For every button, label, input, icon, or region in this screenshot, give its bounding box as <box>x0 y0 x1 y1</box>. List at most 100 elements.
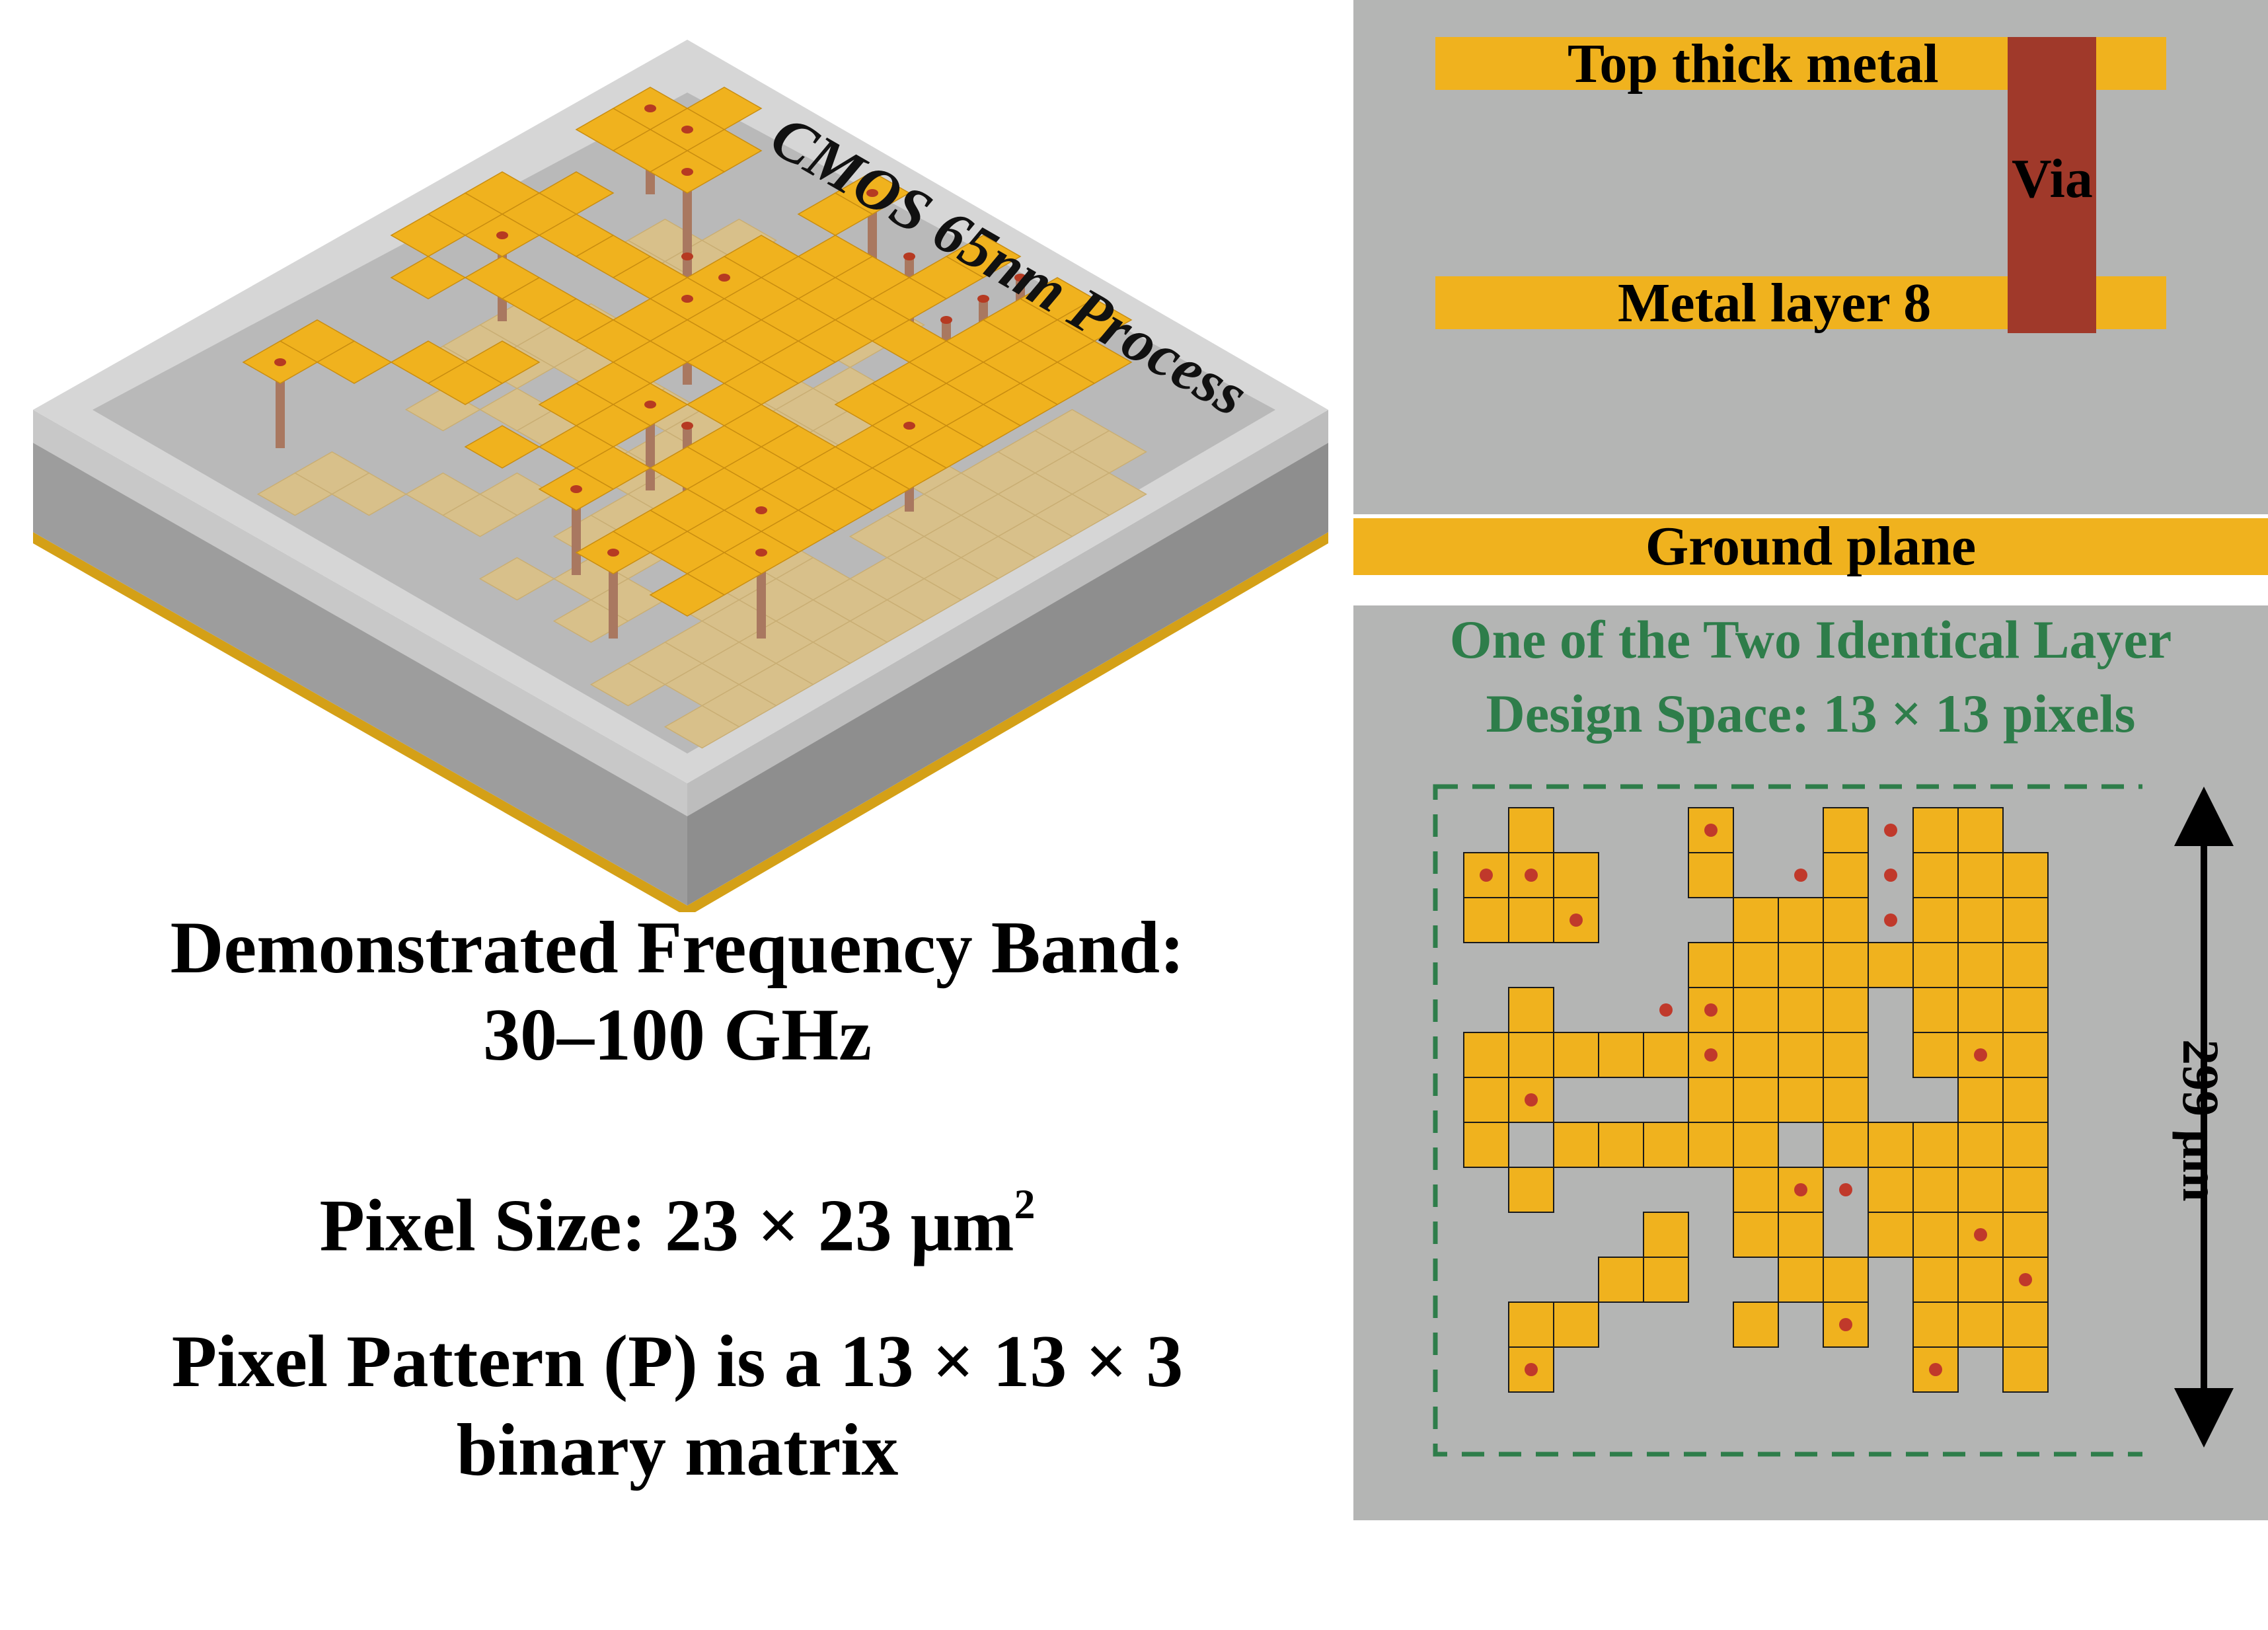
via-top-dot <box>866 189 878 197</box>
pixel-size-text: Pixel Size: 23 × 23 μm <box>319 1184 1014 1267</box>
via-top-dot <box>681 422 693 430</box>
via-dot <box>1525 869 1538 882</box>
upper-metal-layer <box>242 87 1133 617</box>
pixel-cell <box>1778 1257 1824 1303</box>
pixel-size-caption: Pixel Size: 23 × 23 μm2 <box>20 1167 1335 1269</box>
via-top-dot <box>977 295 989 303</box>
pixel-cell <box>1957 942 2004 988</box>
design-space-panel: One of the Two Identical Layer Design Sp… <box>1353 605 2268 1520</box>
metal-layer-8-label: Metal layer 8 <box>1618 272 1932 334</box>
via-pillar <box>276 362 285 448</box>
via-top-dot <box>644 104 656 112</box>
pixel-cell <box>1957 852 2004 898</box>
pixel-cell <box>2002 1212 2049 1258</box>
via-top-dot <box>755 549 767 557</box>
via-top-dot <box>570 485 582 493</box>
pixel-cell <box>1688 852 1734 898</box>
via-pillar <box>609 553 618 639</box>
pixel-cell <box>1553 1032 1599 1078</box>
via-dot <box>1659 1003 1673 1017</box>
upper-metal-pixel <box>390 256 467 299</box>
via-top-dot <box>681 168 693 176</box>
pixel-cell <box>1733 1122 1779 1168</box>
upper-metal-pixel <box>316 340 393 384</box>
pixel-cell <box>1823 987 1869 1033</box>
pixel-cell <box>1598 1122 1644 1168</box>
pixel-cell <box>1823 852 1869 898</box>
lower-metal-pixel <box>478 557 555 601</box>
substrate-upper-left <box>33 410 687 816</box>
chip-isometric-illustration: CMOS 65nm Process <box>33 40 1328 912</box>
pixel-cell <box>1823 897 1869 943</box>
pixel-cell <box>2002 1346 2049 1393</box>
pixel-cell <box>1733 942 1779 988</box>
pixel-cell <box>1553 1122 1599 1168</box>
pixel-cell <box>1912 897 1959 943</box>
pixel-cell <box>1688 1122 1734 1168</box>
via-dot <box>1569 913 1583 927</box>
pixel-grid <box>1433 784 2142 1457</box>
via-label: Via <box>2012 148 2093 210</box>
pixel-cell <box>1912 942 1959 988</box>
pixel-cell <box>1912 1167 1959 1213</box>
pixel-cell <box>1778 1032 1824 1078</box>
pixel-cell <box>1868 1122 1914 1168</box>
top-thick-metal-label: Top thick metal <box>1568 33 1939 95</box>
pixel-cell <box>1823 1032 1869 1078</box>
pixel-cell <box>1957 987 2004 1033</box>
via-top-dot <box>1014 274 1026 282</box>
pixel-cell <box>1957 1167 2004 1213</box>
pixel-cell <box>1912 1301 1959 1348</box>
pixel-cell <box>1823 942 1869 988</box>
via-dot <box>1929 1363 1942 1376</box>
lower-metal-pixel <box>589 662 666 707</box>
lower-metal-pixel <box>663 705 740 749</box>
pixel-cell <box>2002 1077 2049 1123</box>
via-top-dot <box>644 401 656 408</box>
pixel-cell <box>2002 1122 2049 1168</box>
pixel-cell <box>1912 807 1959 853</box>
via-top-dot <box>681 126 693 134</box>
pixel-cell <box>2002 987 2049 1033</box>
via-markers <box>1480 824 2032 1376</box>
via-dot <box>1974 1228 1987 1241</box>
via-dot <box>1525 1363 1538 1376</box>
pixel-cell <box>1598 1257 1644 1303</box>
pixel-cell <box>2002 1032 2049 1078</box>
via-pillar <box>683 172 692 258</box>
via-top-dot <box>274 358 286 366</box>
pixel-cell <box>1778 1077 1824 1123</box>
via-dot <box>1839 1183 1852 1196</box>
lower-metal-pixel <box>256 472 333 516</box>
via-dot <box>2019 1273 2032 1286</box>
pixel-cell <box>1733 1301 1779 1348</box>
pixel-cell <box>1778 897 1824 943</box>
via-top-dot <box>607 549 619 557</box>
pixel-cell <box>1508 1077 1554 1123</box>
substrate-left-face <box>33 440 687 906</box>
pixel-cell <box>2002 1301 2049 1348</box>
via-dot <box>1884 824 1897 837</box>
pixel-cell <box>1463 897 1509 943</box>
pixel-cell <box>1912 987 1959 1033</box>
pixel-cell <box>1733 897 1779 943</box>
pixel-cell <box>1508 987 1554 1033</box>
pixel-cell <box>1912 852 1959 898</box>
pixel-cell <box>1823 1257 1869 1303</box>
upper-metal-pixel <box>427 362 504 405</box>
via-dot <box>1884 913 1897 927</box>
pixel-cell <box>1868 942 1914 988</box>
pixel-cell <box>2002 942 2049 988</box>
pixel-pattern-caption-line2: binary matrix <box>456 1409 899 1491</box>
pixel-cell <box>1778 987 1824 1033</box>
pixel-cell <box>1508 1167 1554 1213</box>
via-dot <box>1704 1048 1718 1062</box>
pixel-cell <box>1778 1212 1824 1258</box>
pixel-size-superscript: 2 <box>1014 1181 1036 1227</box>
dimension-label: 299 μm <box>2172 1039 2230 1202</box>
arrow-head-up <box>2174 787 2234 846</box>
pixel-cell <box>1733 1077 1779 1123</box>
via-dot <box>1794 1183 1807 1196</box>
pixel-cell <box>1823 1122 1869 1168</box>
pixel-cell <box>1823 807 1869 853</box>
